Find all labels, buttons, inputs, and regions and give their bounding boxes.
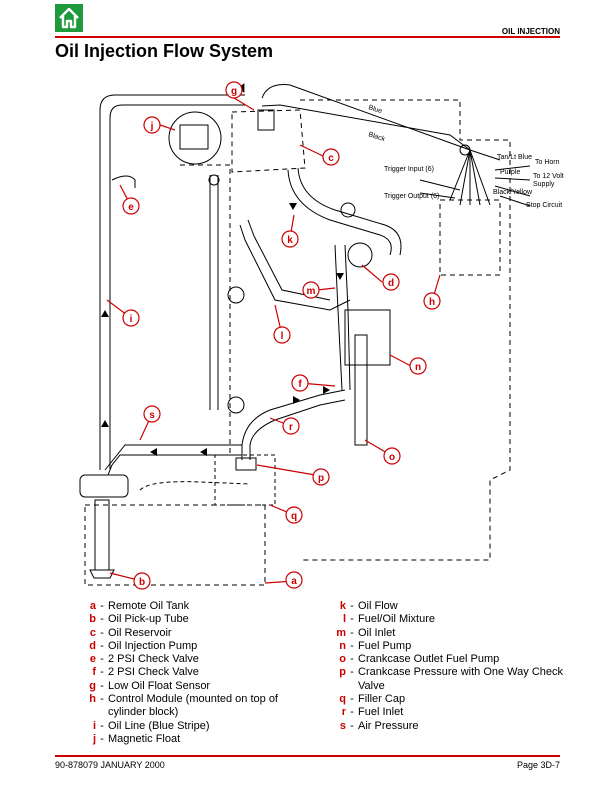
- legend-item: i-Oil Line (Blue Stripe): [92, 719, 210, 732]
- oil-injection-diagram: Blue Black Trigger Input (6) Trigger Out…: [79, 81, 564, 590]
- legend-item: q-Filler Cap: [339, 693, 406, 706]
- callout-l: l: [273, 326, 291, 344]
- callout-j: j: [143, 116, 161, 134]
- callout-g: g: [225, 81, 243, 99]
- legend-item: m-Oil Inlet: [336, 626, 396, 639]
- svg-text:s: s: [149, 410, 155, 421]
- section-title: OIL INJECTION: [501, 27, 560, 36]
- legend-item: f-2 PSI Check Valve: [92, 666, 199, 679]
- svg-text:n: n: [415, 362, 421, 373]
- callout-k: k: [281, 230, 299, 248]
- legend-item: n-Fuel Pump: [339, 639, 412, 652]
- wire-label-to-horn: To Horn: [535, 159, 560, 166]
- legend-item: a-Remote Oil Tank: [89, 600, 190, 612]
- home-icon[interactable]: [55, 4, 83, 32]
- svg-text:o: o: [389, 452, 395, 463]
- legend-item: c-Oil Reservoir: [89, 626, 172, 639]
- document-number: 90-878079 JANUARY 2000: [55, 760, 165, 770]
- wire-label-black: Black: [367, 131, 386, 143]
- legend-item: j-Magnetic Float: [92, 732, 181, 745]
- callout-a: a: [285, 571, 303, 589]
- page-title: Oil Injection Flow System: [55, 41, 274, 61]
- legend-item: l-Fuel/Oil Mixture: [342, 613, 436, 626]
- legend-item: p-Crankcase Pressure with One Way Check …: [339, 666, 563, 692]
- callout-d: d: [382, 273, 400, 291]
- callout-n: n: [409, 357, 427, 375]
- callout-c: c: [322, 148, 340, 166]
- svg-text:g: g: [231, 86, 237, 97]
- wire-label-to-12-volt: To 12 Volt: [533, 173, 564, 180]
- svg-text:k: k: [287, 235, 293, 246]
- legend-right: k-Oil Flow l-Fuel/Oil Mixture m-Oil Inle…: [320, 600, 580, 733]
- svg-text:r: r: [289, 422, 293, 433]
- callout-s: s: [143, 405, 161, 423]
- wire-label-black-yellow: Black/Yellow: [493, 189, 533, 196]
- svg-text:m: m: [307, 286, 316, 297]
- wire-label-trigger-input: Trigger Input (6): [384, 166, 434, 173]
- callout-f: f: [291, 374, 309, 392]
- wire-label-blue: Blue: [367, 104, 383, 115]
- svg-text:e: e: [128, 202, 134, 213]
- callout-i: i: [122, 309, 140, 327]
- legend-item: b-Oil Pick-up Tube: [89, 613, 189, 626]
- wire-label-purple: Purple: [500, 169, 520, 176]
- legend-item: s-Air Pressure: [339, 719, 419, 732]
- svg-text:a: a: [291, 576, 297, 587]
- legend-item: o-Crankcase Outlet Fuel Pump: [339, 653, 500, 666]
- svg-text:c: c: [328, 153, 334, 164]
- legend-item: e-2 PSI Check Valve: [89, 653, 199, 666]
- callout-q: q: [285, 506, 303, 524]
- svg-text:p: p: [318, 473, 324, 484]
- header-rule: [55, 36, 560, 38]
- callout-m: m: [302, 281, 320, 299]
- legend-left: a-Remote Oil Tank b-Oil Pick-up Tube c-O…: [70, 600, 300, 746]
- wire-label-stop-circuit: Stop Circuit: [526, 202, 562, 209]
- wire-label-trigger-output: Trigger Output (6): [384, 193, 439, 200]
- svg-text:f: f: [298, 379, 302, 390]
- svg-text:b: b: [139, 577, 145, 588]
- page-number: Page 3D-7: [516, 760, 560, 770]
- callout-p: p: [312, 468, 330, 486]
- callout-h: h: [423, 292, 441, 310]
- svg-text:i: i: [130, 314, 133, 325]
- svg-text:q: q: [291, 511, 297, 522]
- callout-r: r: [282, 417, 300, 435]
- legend-item: h-Control Module (mounted on top of cyli…: [89, 693, 278, 719]
- svg-text:j: j: [150, 121, 154, 132]
- legend-item: d-Oil Injection Pump: [89, 639, 198, 652]
- svg-text:h: h: [429, 297, 435, 308]
- wire-label-tan-lt-blue: Tan/Lt Blue: [497, 154, 532, 161]
- callout-b: b: [133, 572, 151, 590]
- wire-label-supply: Supply: [533, 181, 555, 188]
- svg-text:l: l: [281, 331, 284, 342]
- legend-item: r-Fuel Inlet: [341, 706, 404, 719]
- callout-o: o: [383, 447, 401, 465]
- svg-text:d: d: [388, 278, 394, 289]
- legend-item: k-Oil Flow: [339, 600, 398, 612]
- callout-e: e: [122, 197, 140, 215]
- footer-rule: [55, 755, 560, 757]
- legend-item: g-Low Oil Float Sensor: [89, 679, 211, 692]
